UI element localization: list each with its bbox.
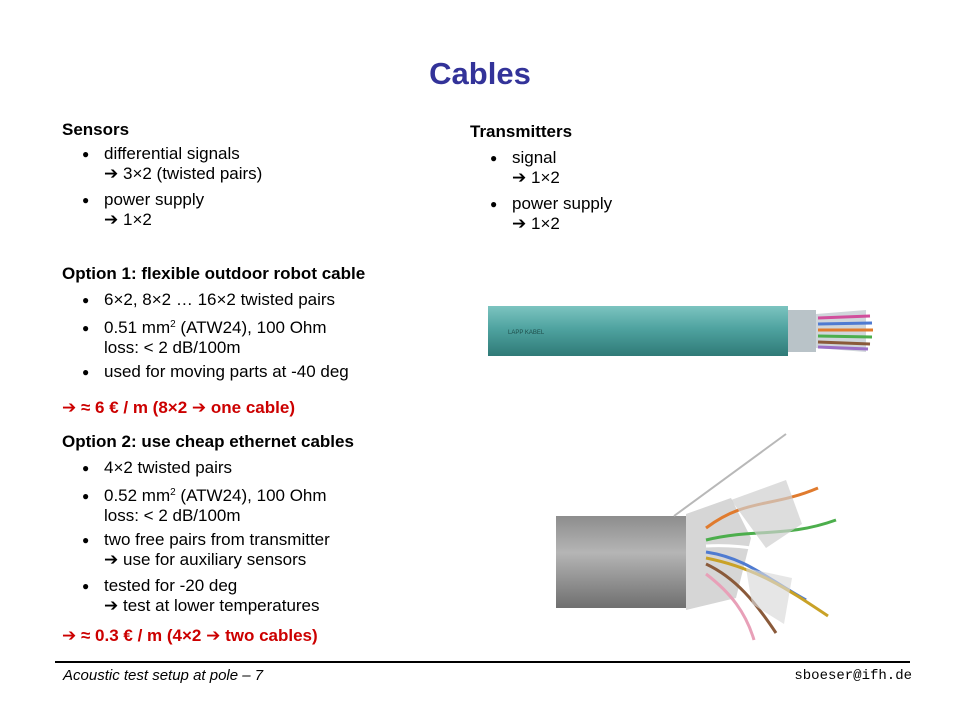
list-item-text: used for moving parts at -40 deg (104, 362, 349, 381)
page-title: Cables (429, 56, 531, 91)
bullet-icon: ● (490, 151, 498, 165)
list-item-text: 4×2 twisted pairs (104, 458, 233, 477)
list-item-text: power supply➔ 1×2 (512, 194, 613, 234)
bullet-icon: ● (490, 197, 498, 211)
list-item-text: signal➔ 1×2 (512, 148, 560, 188)
bullet-icon: ● (82, 293, 90, 307)
footer-email: sboeser@ifh.de (794, 668, 912, 684)
sensors-heading: Sensors (62, 120, 130, 139)
arrow-right-icon: ➔ (206, 626, 221, 646)
arrow-right-icon: ➔ (104, 596, 119, 616)
list-item-text: differential signals➔ 3×2 (twisted pairs… (104, 144, 263, 184)
option1-heading: Option 1: flexible outdoor robot cable (62, 264, 366, 283)
bullet-icon: ● (82, 461, 90, 475)
bullet-icon: ● (82, 193, 90, 207)
arrow-right-icon: ➔ (191, 398, 207, 418)
option2-summary: ➔ ≈ 0.3 € / m (4×2 ➔ two cables) (62, 626, 318, 646)
footer-slide-title: Acoustic test setup at pole – 7 (63, 667, 264, 684)
arrow-right-icon: ➔ (104, 164, 119, 184)
bullet-icon: ● (82, 533, 90, 547)
arrow-right-icon: ➔ (512, 168, 527, 188)
robot-cable-image: LAPP KABEL (488, 306, 873, 356)
list-item-text: power supply➔ 1×2 (104, 190, 205, 230)
bullet-icon: ● (82, 321, 90, 335)
arrow-right-icon: ➔ (62, 626, 77, 646)
arrow-right-icon: ➔ (104, 210, 119, 230)
cable-print-label: LAPP KABEL (508, 330, 545, 336)
list-item-text: two free pairs from transmitter➔ use for… (104, 530, 330, 570)
option1-summary: ➔ ≈ 6 € / m (8×2 ➔ one cable) (62, 398, 295, 418)
bullet-icon: ● (82, 365, 90, 379)
list-item-text: tested for -20 deg➔ test at lower temper… (104, 576, 320, 616)
bullet-icon: ● (82, 579, 90, 593)
list-item-text: 6×2, 8×2 … 16×2 twisted pairs (104, 290, 336, 309)
bullet-icon: ● (82, 489, 90, 503)
arrow-right-icon: ➔ (512, 214, 527, 234)
transmitters-heading: Transmitters (470, 122, 573, 141)
option2-heading: Option 2: use cheap ethernet cables (62, 432, 354, 451)
arrow-right-icon: ➔ (62, 398, 77, 418)
footer-divider (55, 661, 910, 663)
arrow-right-icon: ➔ (104, 550, 119, 570)
bullet-icon: ● (82, 147, 90, 161)
ethernet-cable-image (556, 433, 842, 641)
